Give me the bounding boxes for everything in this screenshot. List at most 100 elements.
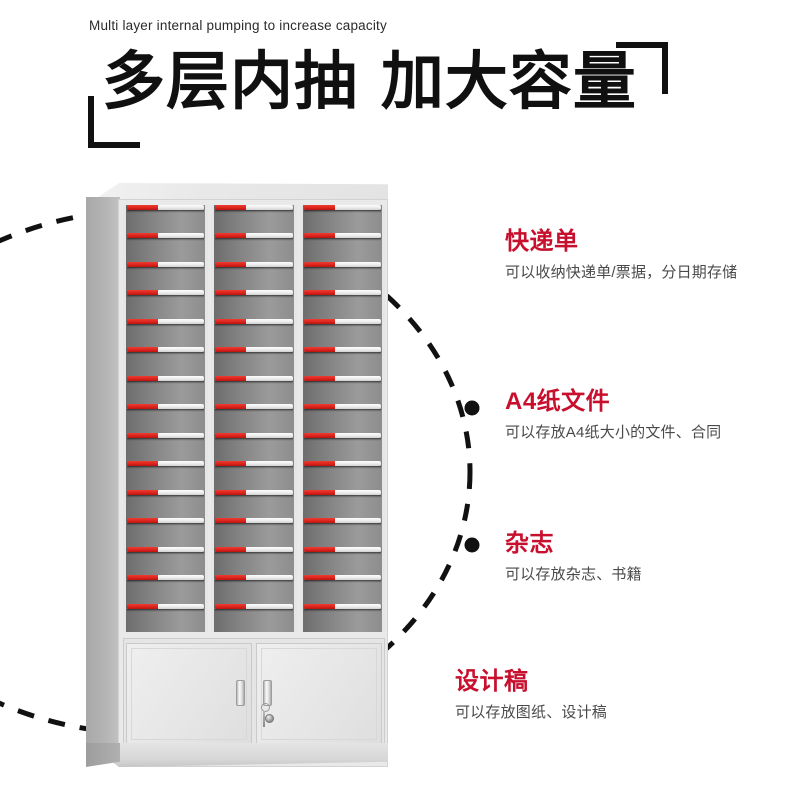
drawer-front[interactable] [127,318,205,324]
drawer-slot[interactable] [214,233,294,262]
drawer-slot[interactable] [302,375,382,405]
cabinet-door-right[interactable] [256,643,382,745]
drawer-slot[interactable] [302,318,382,348]
door-handle-left[interactable] [236,680,245,706]
drawer-slot[interactable] [302,518,382,547]
drawer-slot[interactable] [126,233,206,262]
drawer-front[interactable] [303,518,381,524]
drawer-front[interactable] [303,432,381,438]
drawer-slot[interactable] [126,546,206,576]
drawer-label-holder [215,575,247,581]
drawer-front[interactable] [127,233,205,239]
drawer-front[interactable] [127,375,205,381]
drawer-slot[interactable] [302,404,382,433]
drawer-front[interactable] [303,261,381,267]
drawer-slot[interactable] [302,290,382,319]
drawer-front[interactable] [303,575,381,581]
drawer-front[interactable] [215,290,293,296]
door-lock-icon[interactable] [260,703,276,727]
cabinet-door-left[interactable] [126,643,252,745]
drawer-slot[interactable] [214,575,294,604]
drawer-front[interactable] [215,461,293,467]
drawer-slot[interactable] [126,318,206,348]
drawer-front[interactable] [127,290,205,296]
drawer-front[interactable] [303,489,381,495]
drawer-slot[interactable] [126,461,206,490]
drawer-front[interactable] [303,375,381,381]
drawer-front[interactable] [215,205,293,210]
drawer-slot[interactable] [302,205,382,234]
drawer-slot[interactable] [302,461,382,490]
drawer-front[interactable] [127,546,205,552]
drawer-slot[interactable] [214,518,294,547]
drawer-slot[interactable] [302,575,382,604]
drawer-front[interactable] [127,404,205,410]
drawer-slot[interactable] [214,603,294,633]
drawer-slot[interactable] [214,290,294,319]
drawer-front[interactable] [303,461,381,467]
drawer-slot[interactable] [126,404,206,433]
drawer-front[interactable] [215,347,293,353]
drawer-front[interactable] [215,233,293,239]
drawer-front[interactable] [215,375,293,381]
drawer-slot[interactable] [214,375,294,405]
drawer-slot[interactable] [126,575,206,604]
drawer-shadow [215,437,293,441]
drawer-slot[interactable] [302,233,382,262]
drawer-front[interactable] [303,603,381,609]
drawer-front[interactable] [303,404,381,410]
drawer-slot[interactable] [214,461,294,490]
drawer-slot[interactable] [126,432,206,462]
drawer-slot[interactable] [214,347,294,376]
drawer-front[interactable] [215,546,293,552]
drawer-label-holder [303,318,335,324]
drawer-slot[interactable] [126,261,206,291]
drawer-front[interactable] [303,318,381,324]
drawer-slot[interactable] [214,205,294,234]
drawer-slot[interactable] [214,261,294,291]
drawer-slot[interactable] [126,205,206,234]
drawer-front[interactable] [215,261,293,267]
drawer-front[interactable] [127,518,205,524]
drawer-slot[interactable] [214,432,294,462]
drawer-slot[interactable] [302,546,382,576]
drawer-front[interactable] [127,432,205,438]
drawer-slot[interactable] [126,489,206,519]
drawer-front[interactable] [127,205,205,210]
drawer-front[interactable] [127,575,205,581]
drawer-slot[interactable] [126,347,206,376]
drawer-front[interactable] [127,603,205,609]
drawer-front[interactable] [127,261,205,267]
drawer-front[interactable] [215,518,293,524]
drawer-front[interactable] [215,603,293,609]
drawer-slot[interactable] [214,489,294,519]
drawer-front[interactable] [127,347,205,353]
drawer-slot[interactable] [214,546,294,576]
drawer-front[interactable] [127,489,205,495]
drawer-front[interactable] [303,205,381,210]
drawer-label-holder [127,205,158,210]
drawer-slot[interactable] [126,290,206,319]
drawer-slot[interactable] [126,603,206,633]
drawer-slot[interactable] [302,603,382,633]
drawer-slot[interactable] [302,347,382,376]
drawer-slot[interactable] [214,404,294,433]
drawer-front[interactable] [303,290,381,296]
drawer-front[interactable] [215,489,293,495]
drawer-front[interactable] [303,233,381,239]
drawer-front[interactable] [215,318,293,324]
drawer-front[interactable] [303,347,381,353]
drawer-front[interactable] [127,461,205,467]
drawer-slot[interactable] [302,432,382,462]
drawer-front[interactable] [215,404,293,410]
drawer-front[interactable] [303,546,381,552]
drawer-slot[interactable] [302,489,382,519]
drawer-shadow [303,238,381,242]
drawer-front[interactable] [215,432,293,438]
drawer-slot[interactable] [302,261,382,291]
drawer-front[interactable] [215,575,293,581]
drawer-slot[interactable] [214,318,294,348]
drawer-slot[interactable] [126,375,206,405]
drawer-shadow [127,437,205,441]
drawer-slot[interactable] [126,518,206,547]
